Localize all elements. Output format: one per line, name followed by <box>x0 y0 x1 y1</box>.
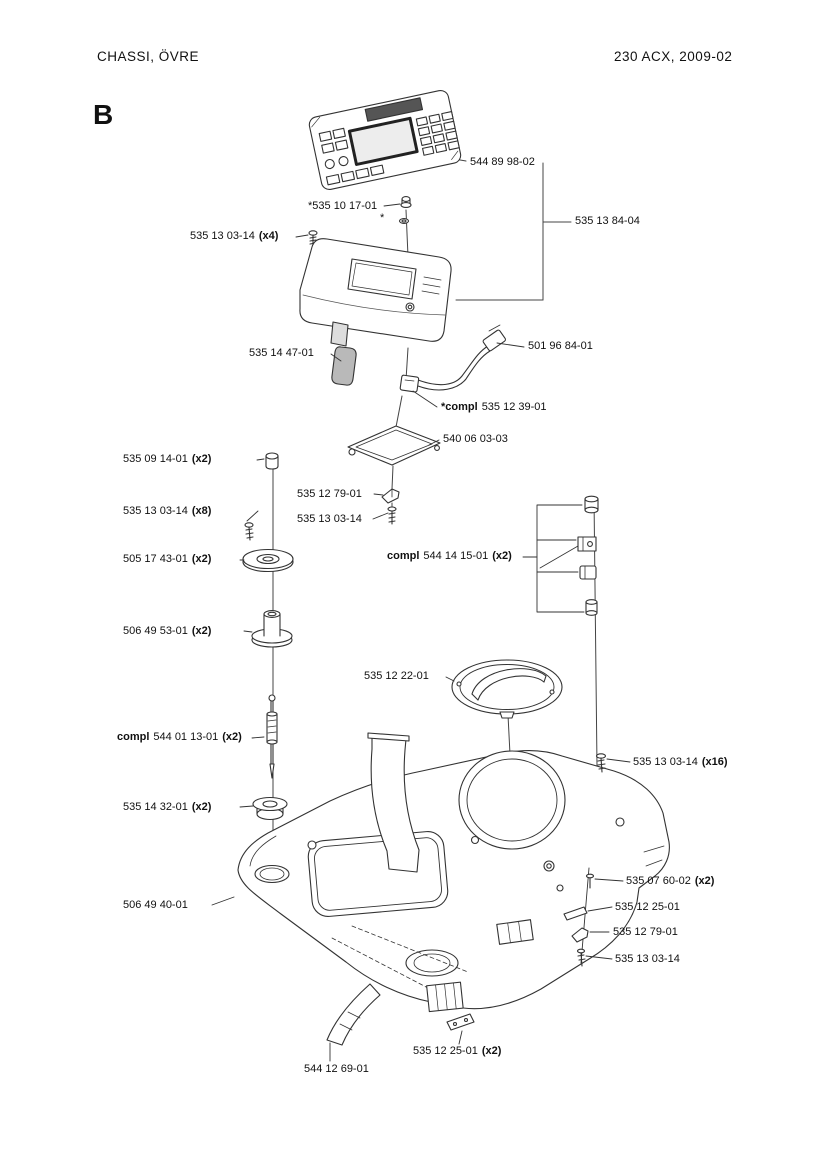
callout-strap: 544 12 69-01 <box>304 1063 369 1075</box>
part-disc <box>242 548 294 573</box>
part-rubber-flap <box>330 321 357 386</box>
callout-bracket-lower: 535 12 79-01 <box>613 926 678 938</box>
part-pin-assembly <box>266 694 278 779</box>
section-label: B <box>93 99 114 130</box>
part-keypad-overlay <box>308 89 462 191</box>
part-screw-single-upper <box>387 506 397 525</box>
callout-bracket-upper: 535 12 79-01 <box>297 488 362 500</box>
part-plate <box>563 906 588 921</box>
part-fastener-kit <box>536 495 599 616</box>
callout-gasket-frame: 540 06 03-03 <box>443 433 508 445</box>
callout-plate-x2: 535 12 25-01(x2) <box>413 1045 502 1057</box>
model-revision: 230 ACX, 2009-02 <box>614 49 733 64</box>
callout-asterisk: * <box>380 212 385 224</box>
callout-plate: 535 12 25-01 <box>615 901 680 913</box>
part-bracket-upper <box>381 488 400 504</box>
part-seal-ring <box>398 218 410 224</box>
callout-top-cover: 535 13 84-04 <box>575 215 640 227</box>
part-stop-button <box>400 196 412 208</box>
callout-screw-x8: 535 13 03-14(x8) <box>123 505 212 517</box>
callout-keypad-overlay: 544 89 98-02 <box>470 156 535 168</box>
callout-bushing: 506 49 53-01(x2) <box>123 625 212 637</box>
part-cover-cap <box>451 659 563 719</box>
part-bushing <box>251 610 293 648</box>
callout-cap: 535 09 14-01(x2) <box>123 453 212 465</box>
callout-rubber-flap: 535 14 47-01 <box>249 347 314 359</box>
callout-cover-cap: 535 12 22-01 <box>364 670 429 682</box>
part-screw-lower <box>576 948 586 967</box>
part-wire-harness <box>399 324 506 393</box>
part-strap <box>326 983 381 1046</box>
part-cap <box>265 452 279 470</box>
callout-screw-single-upper: 535 13 03-14 <box>297 513 362 525</box>
part-connector-housing <box>426 981 464 1013</box>
part-plate-x2 <box>446 1013 475 1031</box>
callout-stop-button: *535 10 17-01 <box>308 200 378 212</box>
callout-disc: 505 17 43-01(x2) <box>123 553 212 565</box>
part-screw-x8 <box>244 522 254 541</box>
callout-screw-x16: 535 13 03-14(x16) <box>633 756 728 768</box>
part-chassis <box>237 749 670 1010</box>
part-screw-small <box>585 873 595 889</box>
part-fastener-stack <box>563 867 595 967</box>
part-gasket-frame <box>347 425 441 466</box>
part-grommet <box>252 796 288 821</box>
part-bracket-lower <box>571 927 589 943</box>
part-screw-x16 <box>595 753 607 773</box>
callout-wire-harness: 501 96 84-01 <box>528 340 593 352</box>
callout-grommet: 535 14 32-01(x2) <box>123 801 212 813</box>
keypad-key-grid <box>415 110 460 156</box>
callout-screw-small: 535 07 60-02(x2) <box>626 875 715 887</box>
part-top-cover <box>299 238 452 342</box>
diagram-parts-upper <box>242 89 599 821</box>
part-connector <box>399 374 420 393</box>
callout-screw-x4: 535 13 03-14(x4) <box>190 230 279 242</box>
diagram-parts-lower <box>326 732 607 1046</box>
part-ribbon-cable <box>367 732 420 873</box>
diagram-leader-lines <box>211 203 631 1062</box>
page-title: CHASSI, ÖVRE <box>97 49 200 64</box>
callout-chassis: 506 49 40-01 <box>123 899 188 911</box>
callout-screw-lower: 535 13 03-14 <box>615 953 680 965</box>
